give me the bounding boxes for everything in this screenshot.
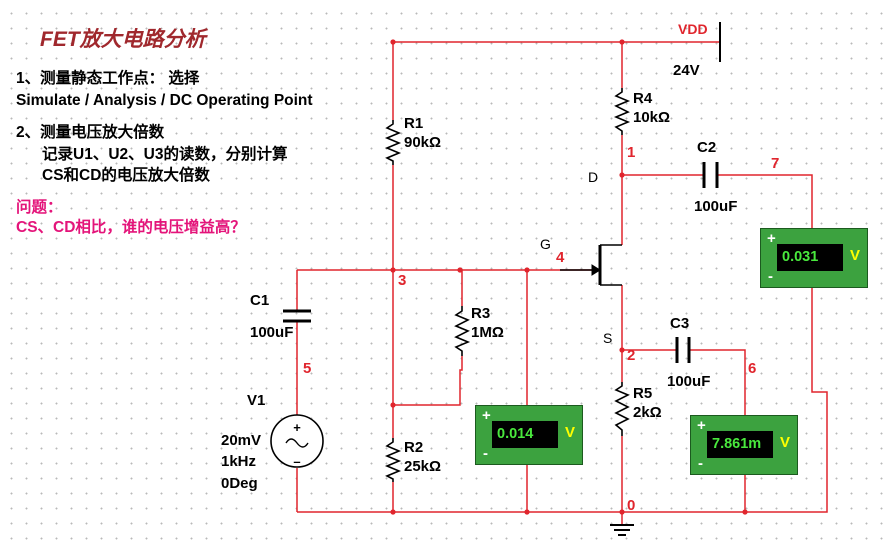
meter-minus-terminal: - — [483, 445, 488, 462]
junction-dots — [390, 39, 748, 515]
node-2-label: 2 — [627, 347, 635, 364]
v1-name: V1 — [247, 392, 265, 409]
voltmeter-u3[interactable]: + - 0.031 V — [760, 228, 868, 288]
meter-reading: 0.031 — [777, 244, 843, 271]
c1-capacitor[interactable] — [283, 309, 311, 323]
vdd-value: 24V — [673, 62, 700, 79]
question-text: CS、CD相比，谁的电压增益高？ — [16, 219, 246, 236]
v1-ac-source[interactable]: + – — [270, 414, 324, 469]
r2-value: 25kΩ — [404, 458, 441, 475]
v1-amplitude: 20mV — [221, 432, 261, 449]
page-title: FET放大电路分析 — [40, 28, 206, 51]
source-pin-label: S — [603, 330, 612, 346]
node-1-label: 1 — [627, 144, 635, 161]
voltmeter-u2[interactable]: + - 7.861m V — [690, 415, 798, 475]
node-0-label: 0 — [627, 497, 635, 514]
node-7-label: 7 — [771, 155, 779, 172]
meter-unit: V — [564, 424, 575, 441]
r4-resistor[interactable] — [613, 88, 631, 135]
fet-transistor[interactable] — [560, 244, 622, 286]
meter-plus-terminal: + — [697, 417, 706, 434]
c3-capacitor[interactable] — [675, 337, 691, 363]
c1-name: C1 — [250, 292, 269, 309]
svg-text:–: – — [293, 454, 300, 469]
c2-name: C2 — [697, 139, 716, 156]
r2-name: R2 — [404, 439, 423, 456]
vdd-supply[interactable]: VDD 24V — [673, 21, 721, 79]
meter-reading: 0.014 — [492, 421, 558, 448]
r3-name: R3 — [471, 305, 490, 322]
c3-value: 100uF — [667, 373, 710, 390]
r1-value: 90kΩ — [404, 134, 441, 151]
step2-line3: CS和CD的电压放大倍数 — [42, 167, 210, 184]
ground-symbol — [610, 524, 634, 536]
r3-value: 1MΩ — [471, 324, 504, 341]
node-4-label: 4 — [556, 249, 565, 266]
r1-name: R1 — [404, 115, 423, 132]
r1-resistor[interactable] — [384, 120, 402, 165]
step2-line2: 记录U1、U2、U3的读数，分别计算 — [42, 146, 288, 163]
meter-plus-terminal: + — [482, 407, 491, 424]
step2-line1: 2、测量电压放大倍数 — [16, 124, 165, 141]
r5-value: 2kΩ — [633, 404, 662, 421]
meter-unit: V — [849, 247, 860, 264]
r4-value: 10kΩ — [633, 109, 670, 126]
node-6-label: 6 — [748, 360, 756, 377]
voltmeter-u1[interactable]: + - 0.014 V — [475, 405, 583, 465]
c3-name: C3 — [670, 315, 689, 332]
node-5-label: 5 — [303, 360, 311, 377]
r2-resistor[interactable] — [384, 438, 402, 482]
vdd-label: VDD — [678, 21, 708, 37]
c2-capacitor[interactable] — [702, 162, 719, 188]
drain-pin-label: D — [588, 169, 598, 185]
r4-name: R4 — [633, 90, 653, 107]
svg-text:+: + — [293, 420, 301, 435]
gate-pin-label: G — [540, 236, 551, 252]
meter-unit: V — [779, 434, 790, 451]
v1-frequency: 1kHz — [221, 453, 256, 470]
c1-value: 100uF — [250, 324, 293, 341]
meter-reading: 7.861m — [707, 431, 773, 458]
question-label: 问题： — [16, 199, 63, 216]
node-3-label: 3 — [398, 272, 406, 289]
meter-minus-terminal: - — [768, 268, 773, 285]
meter-minus-terminal: - — [698, 455, 703, 472]
r5-name: R5 — [633, 385, 652, 402]
step1-line1: 1、测量静态工作点： 选择 — [16, 70, 200, 87]
r3-resistor[interactable] — [454, 306, 471, 356]
r5-resistor[interactable] — [614, 382, 630, 436]
meter-plus-terminal: + — [767, 230, 776, 247]
v1-phase: 0Deg — [221, 475, 258, 492]
step1-line2: Simulate / Analysis / DC Operating Point — [16, 92, 313, 109]
c2-value: 100uF — [694, 198, 737, 215]
wires — [296, 41, 828, 524]
